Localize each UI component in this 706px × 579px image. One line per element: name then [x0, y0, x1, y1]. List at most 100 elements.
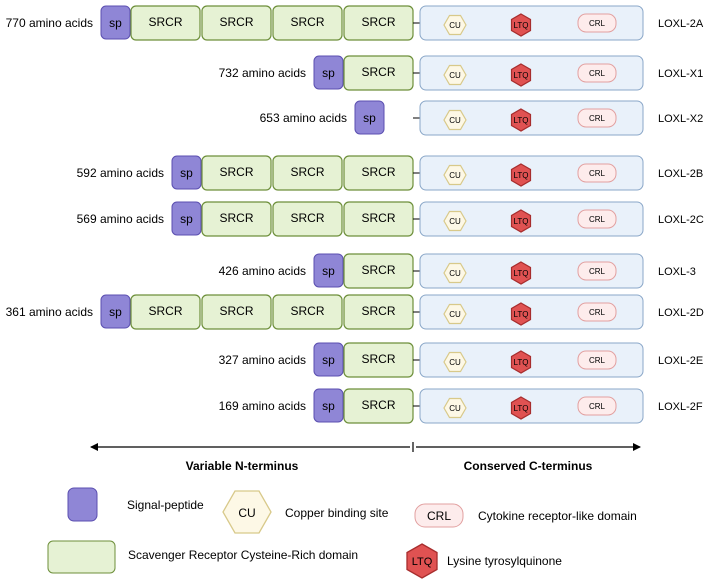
legend-cu-icon [222, 490, 272, 534]
ltq-hexagon [510, 63, 532, 87]
length-label: 732 amino acids [219, 66, 306, 80]
cu-label: CU [449, 310, 461, 319]
signal-peptide-label: sp [322, 264, 335, 278]
legend-crl-symbol: CRL [427, 509, 451, 523]
signal-peptide-box [354, 100, 385, 135]
srcr-domain-box [272, 155, 343, 191]
legend-srcr-swatch [47, 540, 116, 574]
signal-peptide-label: sp [109, 305, 122, 319]
cu-label: CU [449, 171, 461, 180]
srcr-domain-box [272, 201, 343, 237]
legend-ltq-icon [406, 543, 438, 579]
length-label: 592 amino acids [77, 166, 164, 180]
ltq-hexagon [510, 396, 532, 420]
srcr-domain-box [272, 294, 343, 330]
crl-box [577, 108, 617, 128]
ltq-label: LTQ [514, 217, 529, 226]
srcr-domain-box [201, 5, 272, 41]
signal-peptide-label: sp [322, 399, 335, 413]
signal-peptide-box [313, 55, 344, 90]
srcr-domain-label: SRCR [148, 15, 182, 29]
crl-label: CRL [589, 69, 606, 78]
srcr-domain-label: SRCR [219, 15, 253, 29]
length-label: 653 amino acids [260, 111, 347, 125]
length-label: 169 amino acids [219, 399, 306, 413]
ltq-hexagon [510, 261, 532, 285]
cu-label: CU [449, 269, 461, 278]
cu-label: CU [449, 71, 461, 80]
cu-label: CU [449, 116, 461, 125]
signal-peptide-label: sp [180, 212, 193, 226]
protein-name: LOXL-2C [658, 214, 704, 226]
crl-label: CRL [589, 169, 606, 178]
crl-label: CRL [589, 114, 606, 123]
cu-hexagon [443, 164, 467, 186]
protein-name: LOXL-3 [658, 266, 696, 278]
srcr-domain-box [201, 155, 272, 191]
ltq-hexagon [510, 350, 532, 374]
srcr-domain-label: SRCR [148, 304, 182, 318]
ltq-label: LTQ [514, 116, 529, 125]
ltq-hexagon [510, 302, 532, 326]
protein-name: LOXL-2F [658, 401, 703, 413]
signal-peptide-box [171, 201, 202, 236]
ltq-hexagon [510, 209, 532, 233]
signal-peptide-box [313, 253, 344, 288]
crl-box [577, 350, 617, 370]
ltq-label: LTQ [514, 269, 529, 278]
length-label: 327 amino acids [219, 353, 306, 367]
length-label: 770 amino acids [6, 16, 93, 30]
legend: Signal-peptide Scavenger Receptor Cystei… [47, 487, 637, 579]
crl-box [577, 209, 617, 229]
srcr-domain-label: SRCR [290, 304, 324, 318]
cu-hexagon [443, 109, 467, 131]
legend-ltq-symbol: LTQ [412, 556, 433, 568]
crl-box [577, 63, 617, 83]
signal-peptide-label: sp [180, 166, 193, 180]
legend-cu-label: Copper binding site [285, 506, 389, 520]
cu-hexagon [443, 397, 467, 419]
srcr-domain-label: SRCR [219, 165, 253, 179]
signal-peptide-box [171, 155, 202, 190]
ltq-label: LTQ [514, 358, 529, 367]
signal-peptide-box [313, 342, 344, 377]
crl-label: CRL [589, 356, 606, 365]
protein-name: LOXL-X2 [658, 113, 703, 125]
n-terminus-label: Variable N-terminus [186, 459, 299, 473]
srcr-domain-label: SRCR [219, 304, 253, 318]
signal-peptide-label: sp [322, 66, 335, 80]
protein-name: LOXL-2A [658, 18, 704, 30]
legend-sp-label: Signal-peptide [127, 498, 204, 512]
ltq-hexagon [510, 163, 532, 187]
c-terminus-label: Conserved C-terminus [464, 459, 593, 473]
srcr-domain-box [130, 5, 201, 41]
crl-label: CRL [589, 308, 606, 317]
cu-hexagon [443, 303, 467, 325]
srcr-domain-box [272, 5, 343, 41]
srcr-domain-label: SRCR [290, 211, 324, 225]
srcr-domain-label: SRCR [219, 211, 253, 225]
length-label: 361 amino acids [6, 305, 93, 319]
legend-crl-swatch [414, 503, 464, 528]
cu-hexagon [443, 210, 467, 232]
crl-label: CRL [589, 267, 606, 276]
legend-crl-label: Cytokine receptor-like domain [478, 509, 637, 523]
srcr-domain-label: SRCR [361, 304, 395, 318]
length-label: 426 amino acids [219, 264, 306, 278]
crl-box [577, 163, 617, 183]
srcr-domain-label: SRCR [361, 398, 395, 412]
legend-ltq-label: Lysine tyrosylquinone [447, 554, 562, 568]
cu-hexagon [443, 14, 467, 36]
ltq-label: LTQ [514, 404, 529, 413]
legend-sp-swatch [67, 487, 98, 522]
srcr-domain-label: SRCR [361, 211, 395, 225]
ltq-label: LTQ [514, 310, 529, 319]
crl-label: CRL [589, 19, 606, 28]
region-axis: Variable N-terminus Conserved C-terminus [90, 442, 641, 473]
srcr-domain-box [130, 294, 201, 330]
signal-peptide-label: sp [322, 353, 335, 367]
legend-srcr-label: Scavenger Receptor Cysteine-Rich domain [128, 548, 358, 562]
ltq-label: LTQ [514, 171, 529, 180]
signal-peptide-label: sp [363, 111, 376, 125]
cu-hexagon [443, 351, 467, 373]
